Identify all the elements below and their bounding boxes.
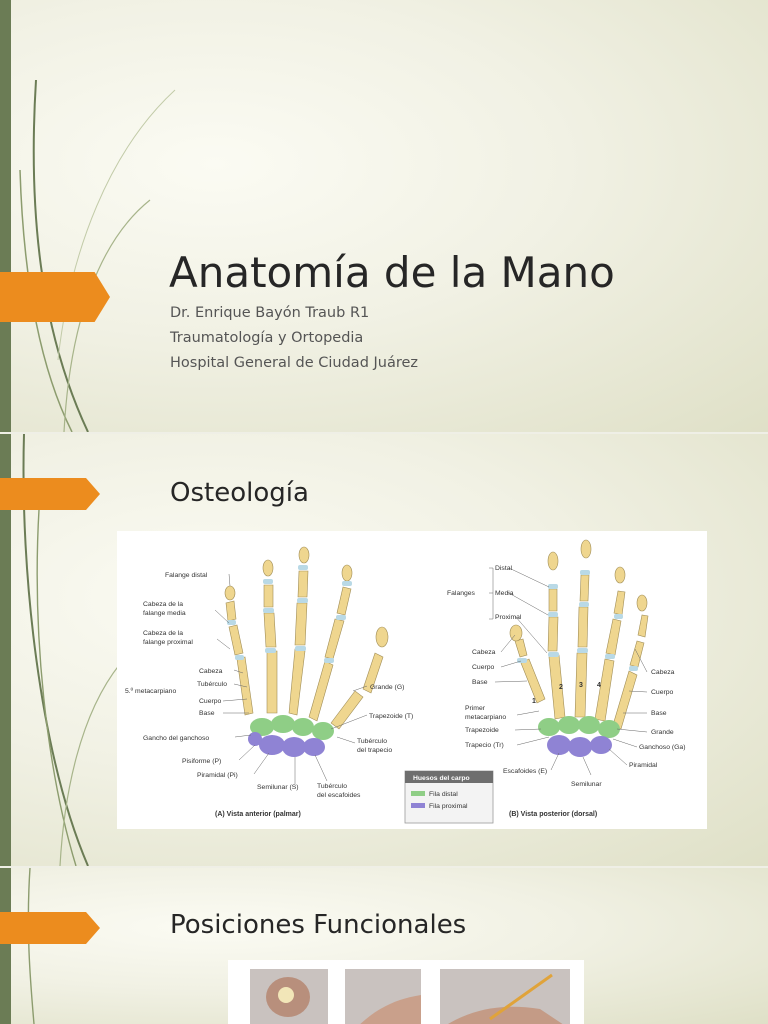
label-cuerpo-dorsal: Cuerpo xyxy=(472,664,495,671)
label-semilunar-dorsal: Semilunar xyxy=(571,781,602,788)
photo-pencil-grip xyxy=(440,969,570,1024)
slide-functional-positions[interactable]: Posiciones Funcionales xyxy=(0,868,768,1024)
slide-heading: Posiciones Funcionales xyxy=(170,910,467,940)
label-cabeza-dorsal-right: Cabeza xyxy=(651,669,675,676)
label-primer-metacarpiano: Primer xyxy=(465,705,486,712)
orange-arrow-marker xyxy=(0,478,100,510)
label-cabeza-dorsal: Cabeza xyxy=(472,649,496,656)
label-distal: Distal xyxy=(495,565,512,572)
slide-accent-bar xyxy=(0,868,11,1024)
caption-palmar-view: (A) Vista anterior (palmar) xyxy=(215,811,301,818)
label-cabeza-falange-media: Cabeza de la xyxy=(143,601,183,608)
label-falange-distal: Falange distal xyxy=(165,572,208,579)
legend-swatch-distal xyxy=(411,791,425,796)
label-gancho-del-ganchoso: Gancho del ganchoso xyxy=(143,735,209,742)
hospital-line: Hospital General de Ciudad Juárez xyxy=(170,355,419,371)
label-trapecio: Trapecio (Tr) xyxy=(465,742,504,749)
label-piramidal: Piramidal (Pi) xyxy=(197,772,238,779)
photo-grip-cylinder xyxy=(250,969,328,1024)
label-grande: Grande (G) xyxy=(370,684,404,691)
label-quinto-metacarpiano: 5.º metacarpiano xyxy=(125,688,176,695)
slide-osteology[interactable]: Osteología xyxy=(0,434,768,866)
label-trapezoide: Trapezoide (T) xyxy=(369,713,413,720)
photo-wrist-position xyxy=(345,969,421,1024)
slide-accent-bar xyxy=(0,0,11,432)
finger-number-4: 4 xyxy=(597,682,601,689)
label-base-dorsal-right: Base xyxy=(651,710,667,717)
label-cuerpo: Cuerpo xyxy=(199,698,222,705)
label-escafoides: Escafoides (E) xyxy=(503,768,547,775)
palmar-hand-illustration xyxy=(224,546,389,757)
label-tuberculo-escafoides-2: del escafoides xyxy=(317,792,361,799)
label-proximal: Proximal xyxy=(495,614,522,621)
label-ganchoso: Ganchoso (Ga) xyxy=(639,744,685,751)
label-trapezoide-dorsal: Trapezoide xyxy=(465,727,499,734)
label-cabeza-falange-proximal-2: falange proximal xyxy=(143,639,193,646)
label-tuberculo-trapecio: Tubérculo xyxy=(357,738,387,745)
label-cabeza: Cabeza xyxy=(199,668,223,675)
finger-number-2: 2 xyxy=(559,684,563,691)
label-media: Media xyxy=(495,590,514,597)
department-line: Traumatología y Ortopedia xyxy=(170,330,364,346)
functional-positions-photos xyxy=(228,960,584,1024)
orange-arrow-marker xyxy=(0,912,100,944)
legend-distal-label: Fila distal xyxy=(429,791,458,798)
legend-proximal-label: Fila proximal xyxy=(429,803,468,810)
label-base-dorsal: Base xyxy=(472,679,488,686)
label-primer-metacarpiano-2: metacarpiano xyxy=(465,714,506,721)
label-semilunar: Semilunar (S) xyxy=(257,784,299,791)
legend-swatch-proximal xyxy=(411,803,425,808)
label-cabeza-falange-proximal: Cabeza de la xyxy=(143,630,183,637)
caption-dorsal-view: (B) Vista posterior (dorsal) xyxy=(509,811,597,818)
label-base: Base xyxy=(199,710,215,717)
slide-title[interactable]: Anatomía de la Mano Dr. Enrique Bayón Tr… xyxy=(0,0,768,432)
orange-arrow-marker xyxy=(0,272,110,322)
finger-number-1: 1 xyxy=(532,698,536,705)
label-tuberculo-trapecio-2: del trapecio xyxy=(357,747,392,754)
finger-number-3: 3 xyxy=(579,682,583,689)
label-pisiforme: Pisiforme (P) xyxy=(182,758,221,765)
slide-heading: Osteología xyxy=(170,478,309,508)
hand-bones-diagram: Falange distal Cabeza de la falange medi… xyxy=(117,531,707,829)
author-line: Dr. Enrique Bayón Traub R1 xyxy=(170,305,370,321)
dorsal-hand-illustration xyxy=(509,539,649,757)
label-cabeza-falange-media-2: falange media xyxy=(143,610,186,617)
legend-title: Huesos del carpo xyxy=(413,775,470,782)
label-cuerpo-dorsal-right: Cuerpo xyxy=(651,689,674,696)
decorative-swoosh xyxy=(27,868,35,1024)
label-grande-dorsal: Grande xyxy=(651,729,674,736)
label-piramidal-dorsal: Piramidal xyxy=(629,762,658,769)
label-tuberculo-escafoides: Tubérculo xyxy=(317,783,347,790)
label-tuberculo: Tubérculo xyxy=(197,681,227,688)
label-falanges: Falanges xyxy=(447,590,476,597)
slide-accent-bar xyxy=(0,434,11,866)
carpal-legend: Huesos del carpo Fila distal Fila proxim… xyxy=(404,770,494,824)
slide-title-text: Anatomía de la Mano xyxy=(169,248,615,297)
